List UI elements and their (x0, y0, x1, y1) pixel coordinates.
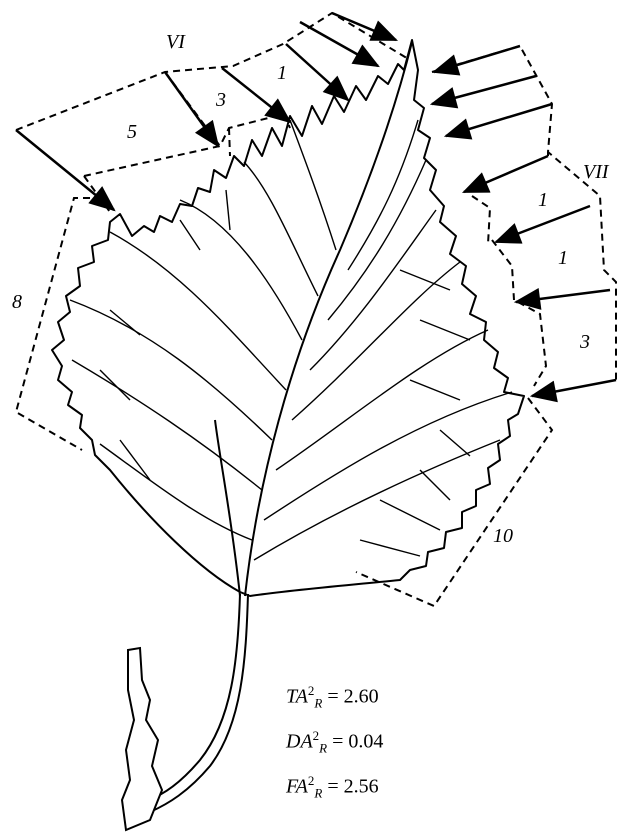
arrow-right-3 (446, 104, 552, 136)
equation-fa: FA2R = 2.56 (286, 773, 379, 802)
label-group-right: VII (583, 161, 610, 183)
leaf-petiole (122, 594, 248, 830)
arrow-right-5 (496, 206, 590, 242)
arrow-right-6 (516, 290, 610, 302)
equation-da: DA2R = 0.04 (286, 728, 383, 757)
label-left-8: 8 (12, 291, 22, 313)
label-upper-1: 1 (277, 62, 287, 84)
label-upper-3: 3 (215, 89, 226, 111)
arrow-right-4 (464, 156, 548, 192)
arrow-right-1 (434, 46, 520, 72)
arrow-left-1 (16, 130, 114, 210)
label-group-upper: VI (166, 31, 186, 53)
arrow-up-3 (286, 44, 348, 100)
label-right-1a: 1 (538, 189, 548, 211)
label-bottom-10: 10 (493, 525, 513, 547)
label-upper-5: 5 (127, 121, 137, 143)
label-right-1b: 1 (558, 247, 568, 269)
arrow-right-7 (532, 380, 616, 396)
equation-ta: TA2R = 2.60 (286, 683, 379, 712)
arrow-up-5 (332, 13, 396, 40)
arrow-up-1 (165, 72, 218, 146)
arrow-right-2 (432, 76, 536, 104)
label-right-3: 3 (579, 331, 590, 353)
leaf-blade (52, 40, 524, 596)
